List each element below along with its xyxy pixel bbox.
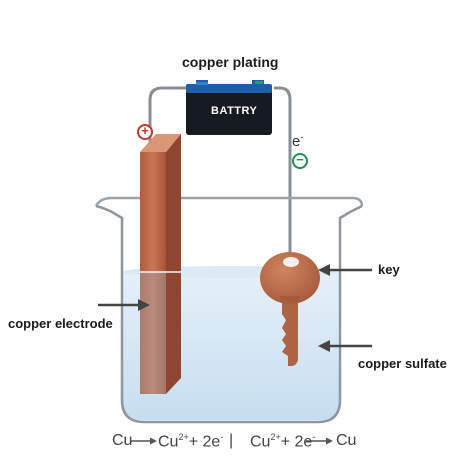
copper-sulfate-label: copper sulfate (358, 356, 447, 371)
beaker-wall (95, 204, 363, 424)
diagram-title: copper plating (182, 54, 279, 70)
electron-charge: - (312, 432, 316, 442)
anode-equation-product: Cu2++ 2e- (158, 432, 223, 451)
wire-negative (274, 86, 292, 262)
beaker-rim (94, 196, 364, 207)
equation-arrows (130, 437, 333, 445)
electron-charge: - (220, 432, 224, 442)
cu-ion: Cu (250, 433, 271, 451)
cu-ion: Cu (158, 433, 179, 451)
cathode-equation-product: Cu (336, 432, 357, 449)
wire-positive (148, 86, 190, 152)
electrons: + 2e (188, 433, 221, 451)
plus-sign: + (141, 123, 149, 138)
minus-marker-icon (292, 153, 308, 169)
battery-label: BATTRY (211, 105, 258, 117)
electron-label: e- (292, 132, 303, 150)
key (260, 252, 320, 366)
pointer-arrows (98, 264, 372, 352)
cu-ion-charge: 2+ (270, 432, 281, 442)
battery (186, 80, 272, 135)
electron-charge: - (300, 132, 304, 142)
electrons: + 2e (280, 433, 313, 451)
plus-marker-icon (137, 124, 153, 140)
equation-divider: | (229, 432, 234, 449)
minus-sign: − (296, 152, 304, 167)
copper-electrode (140, 134, 181, 394)
key-label: key (378, 262, 400, 277)
electron-symbol: e (292, 133, 301, 150)
anode-equation-reactant: Cu (112, 432, 133, 449)
copper-electrode-label: copper electrode (8, 316, 113, 331)
cathode-equation-reactant: Cu2++ 2e- (250, 432, 315, 451)
cu-ion-charge: 2+ (178, 432, 189, 442)
